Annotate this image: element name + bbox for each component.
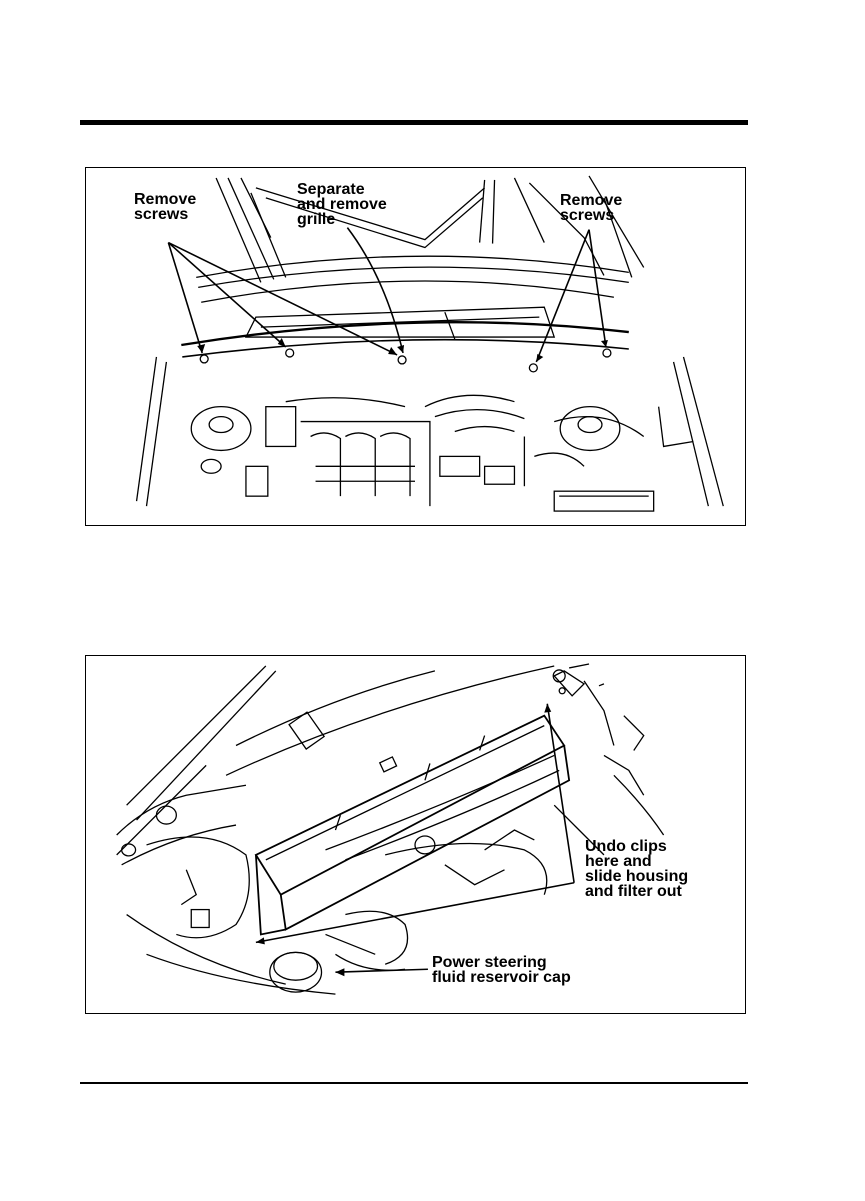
callout-line: and filter out [585, 884, 688, 899]
footer-rule [80, 1082, 748, 1084]
callout-line: Remove [560, 193, 622, 208]
filter-housing-illustration [86, 656, 745, 1013]
figure-filter-housing-removal: Undo clips here and slide housing and fi… [85, 655, 746, 1014]
callout-line: screws [134, 207, 196, 222]
callout-undo-clips: Undo clips here and slide housing and fi… [585, 839, 688, 899]
header-rule [80, 120, 748, 125]
callout-line: slide housing [585, 869, 688, 884]
callout-separate-remove-grille: Separate and remove grille [297, 182, 387, 227]
callout-line: fluid reservoir cap [432, 970, 571, 985]
callout-line: Separate [297, 182, 387, 197]
callout-line: screws [560, 208, 622, 223]
callout-line: and remove [297, 197, 387, 212]
callout-remove-screws-left: Remove screws [134, 192, 196, 222]
callout-power-steering-reservoir: Power steering fluid reservoir cap [432, 955, 571, 985]
callout-remove-screws-right: Remove screws [560, 193, 622, 223]
callout-line: Power steering [432, 955, 571, 970]
callout-line: Remove [134, 192, 196, 207]
callout-line: grille [297, 212, 387, 227]
callout-line: here and [585, 854, 688, 869]
figure-cowl-grille-removal: Remove screws Separate and remove grille… [85, 167, 746, 526]
callout-line: Undo clips [585, 839, 688, 854]
